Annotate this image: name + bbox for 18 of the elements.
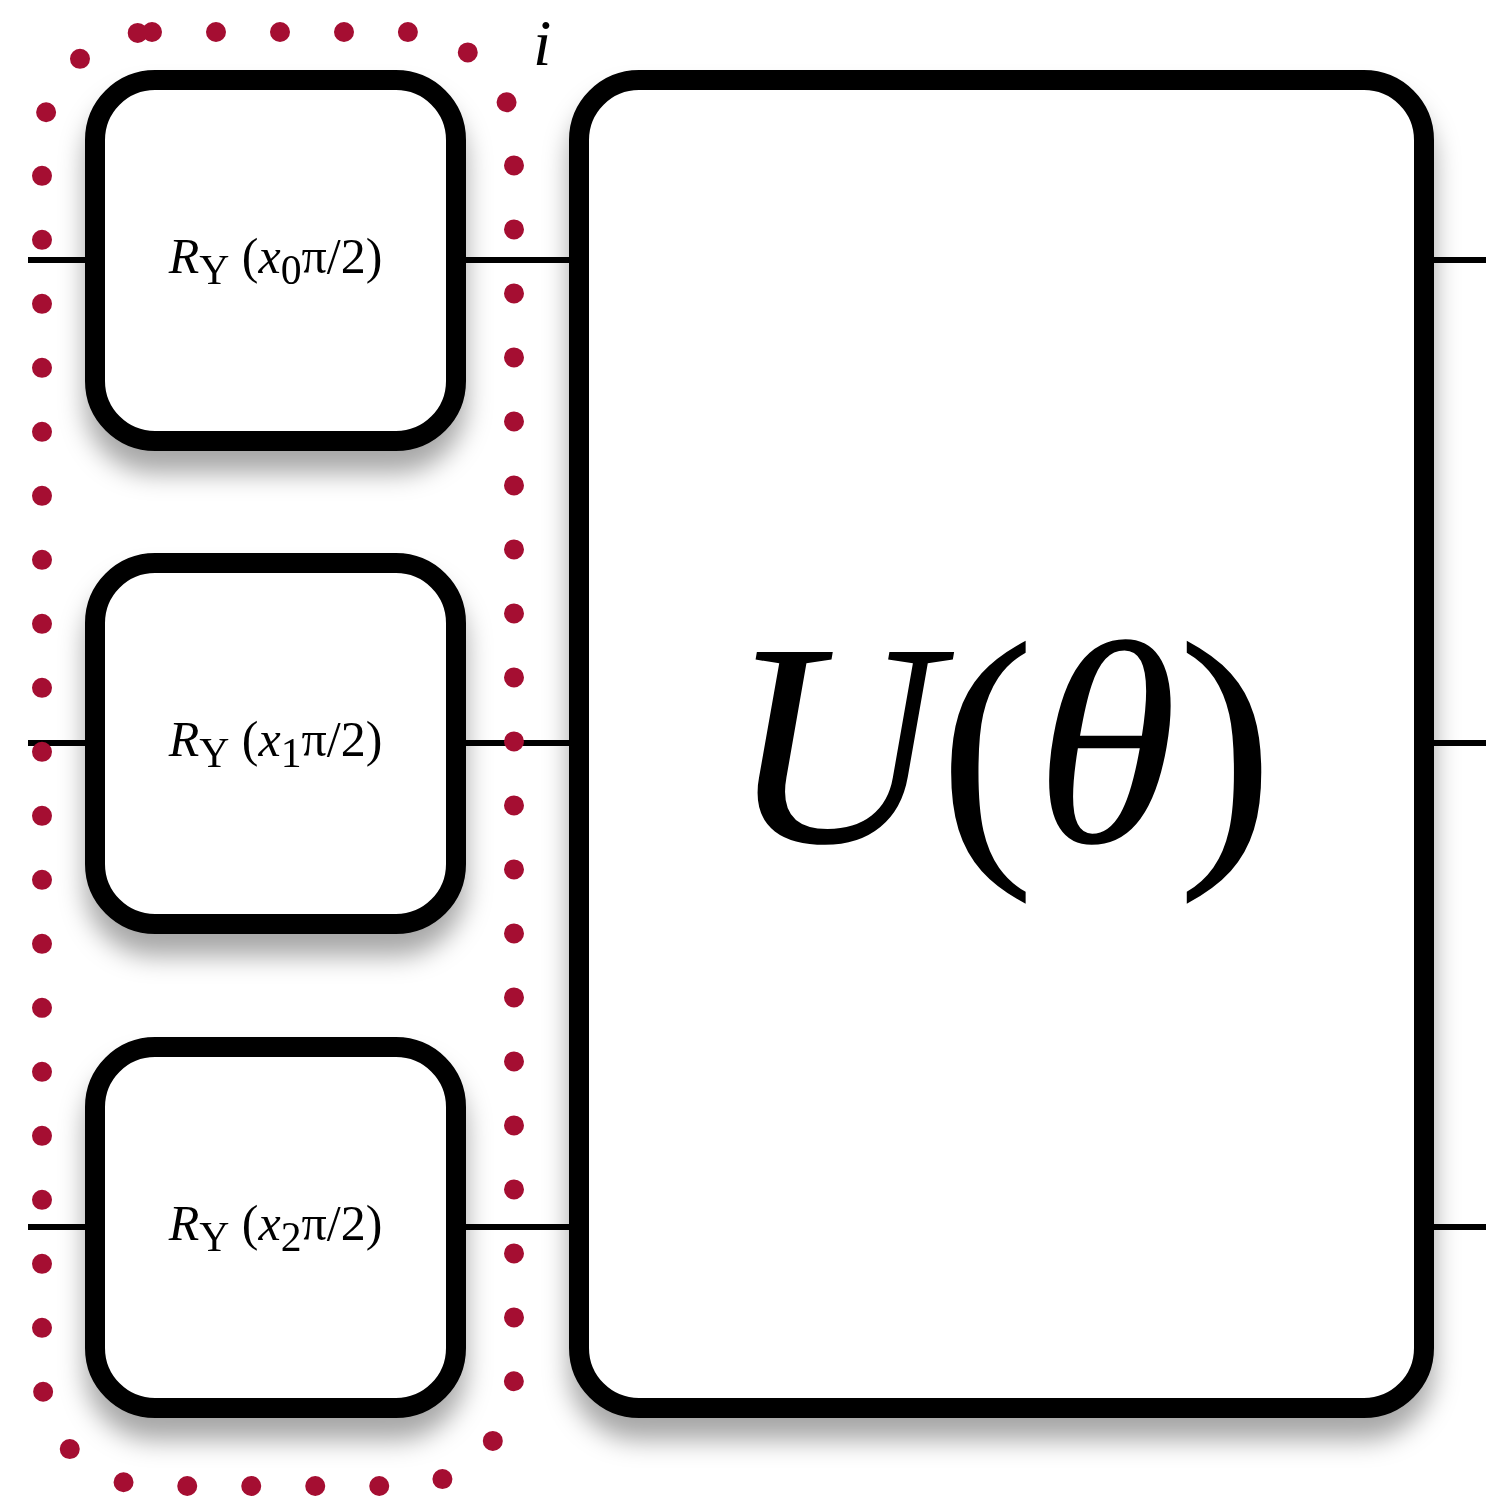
wire: [28, 740, 85, 746]
gate-label: R$_{Y}$ (x$_{1}$π/2): [168, 710, 383, 777]
gate-label: R$_{Y}$ (x$_{2}$π/2): [168, 1194, 383, 1261]
unitary-gate-box: [569, 70, 1434, 1418]
wire: [28, 257, 85, 263]
rotation-gate-box: [85, 553, 466, 934]
wire: [28, 1224, 85, 1230]
wire: [466, 1224, 569, 1230]
rotation-gate-box: [85, 70, 466, 451]
wire: [1434, 257, 1486, 263]
gate-label: R$_{Y}$ (x$_{0}$π/2): [168, 227, 383, 294]
gate-label: U(θ): [728, 582, 1274, 907]
wire: [466, 257, 569, 263]
wire: [1434, 1224, 1486, 1230]
wire: [466, 740, 569, 746]
group-label: i: [533, 10, 552, 76]
rotation-gate-box: [85, 1037, 466, 1418]
wire: [1434, 740, 1486, 746]
